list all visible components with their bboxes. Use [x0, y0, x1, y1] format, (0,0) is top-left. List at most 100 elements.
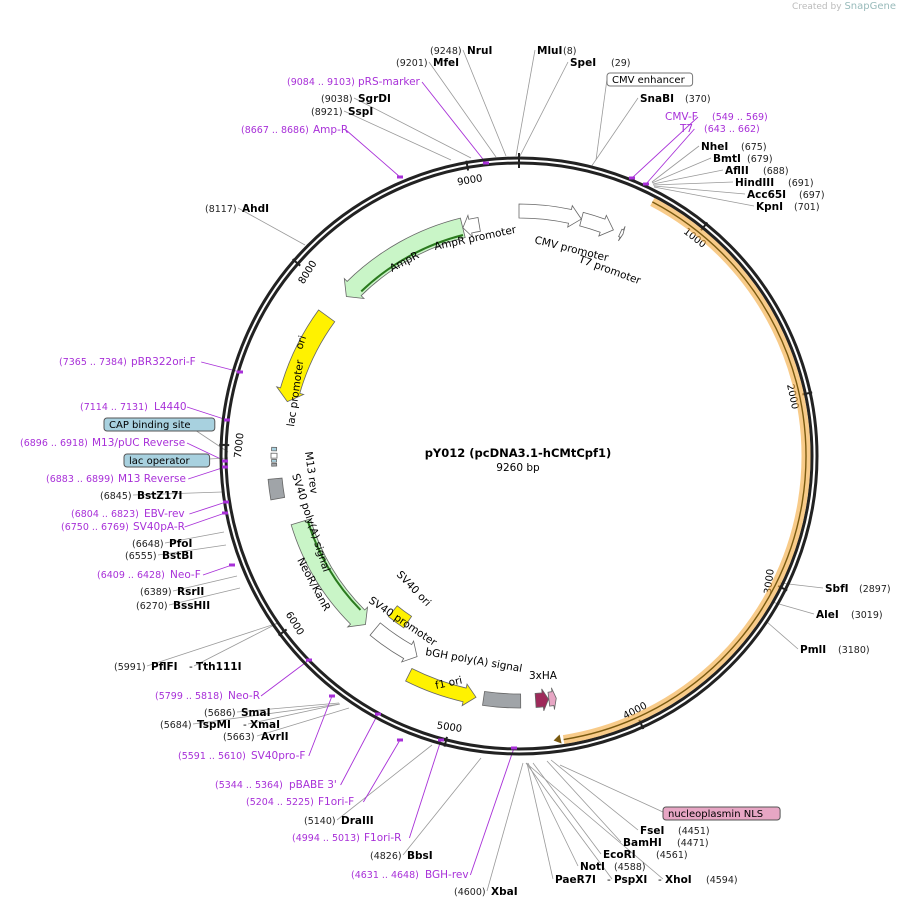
primer-binding-mark: [511, 746, 517, 750]
site-fsei[interactable]: FseI: [640, 825, 664, 837]
feature-label-m13-rev: M13 rev: [302, 451, 320, 495]
feature-sv40-poly-a-signal[interactable]: [267, 477, 286, 501]
cds-halo: [562, 197, 811, 744]
site-bbsi[interactable]: BbsI: [407, 850, 433, 862]
site-leader-line: [653, 186, 755, 207]
feature-sv40-promoter[interactable]: [369, 622, 418, 663]
primer-prs-marker[interactable]: pRS-marker: [358, 76, 421, 88]
site-paer7i[interactable]: PaeR7I: [555, 874, 596, 886]
tick-mark: [802, 391, 813, 396]
site-leader-line: [336, 744, 433, 821]
primer-sv40pa-r[interactable]: SV40pA-R: [133, 521, 185, 533]
site-nrui[interactable]: NruI: [467, 45, 492, 57]
primer-m13-reverse[interactable]: M13 Reverse: [118, 473, 186, 485]
site-pmli[interactable]: PmlI: [800, 644, 826, 656]
tick-label: 5000: [436, 720, 463, 734]
primer-neo-r[interactable]: Neo-R: [228, 690, 260, 702]
site-acc65i[interactable]: Acc65I: [747, 189, 786, 201]
site-position: (5684): [160, 720, 192, 731]
box-cap-binding-site[interactable]: [103, 417, 216, 432]
site-alei[interactable]: AleI: [816, 609, 839, 621]
site-position: (5686): [204, 708, 236, 719]
primer-pbabe-3[interactable]: pBABE 3': [289, 779, 337, 791]
site-sbfi[interactable]: SbfI: [825, 583, 849, 595]
primer-f1ori-f[interactable]: F1ori-F: [318, 796, 354, 808]
feature-nucleoplasmin-nls[interactable]: [547, 687, 557, 710]
site-position: (4588): [614, 862, 646, 873]
site-bstz17i[interactable]: BstZ17I: [137, 490, 182, 502]
cds-line: [563, 201, 807, 741]
primer-ebv-rev[interactable]: EBV-rev: [144, 508, 185, 520]
site-pflfi[interactable]: PflFI: [151, 661, 178, 673]
site-bsshii[interactable]: BssHII: [173, 600, 210, 612]
site-bamhi[interactable]: BamHI: [623, 837, 662, 849]
primer-leader-line: [186, 442, 226, 462]
site-draiii[interactable]: DraIII: [341, 815, 374, 827]
site-ahdi[interactable]: AhdI: [242, 203, 269, 215]
feature-ampr-promoter[interactable]: [462, 213, 481, 239]
site-xbai[interactable]: XbaI: [491, 886, 518, 898]
site-hindiii[interactable]: HindIII: [735, 177, 774, 189]
site-tth111i[interactable]: Tth111I: [196, 661, 241, 673]
site-bstbi[interactable]: BstBI: [162, 550, 193, 562]
feature-t7-promoter[interactable]: [618, 226, 626, 242]
site-mfei[interactable]: MfeI: [433, 57, 459, 69]
site-smai[interactable]: SmaI: [241, 707, 271, 719]
feature-sv40-ori[interactable]: [387, 605, 413, 629]
site-leader-line: [550, 759, 639, 831]
feature-3xha[interactable]: [534, 688, 549, 711]
feature-neor-kanr[interactable]: [290, 518, 369, 628]
site-pfoi[interactable]: PfoI: [169, 538, 192, 550]
site-sgrdi[interactable]: SgrDI: [358, 93, 391, 105]
site-snabi[interactable]: SnaBI: [640, 93, 674, 105]
site-position: (679): [747, 154, 773, 165]
primer-sv40pro-f[interactable]: SV40pro-F: [251, 750, 305, 762]
site-nhei[interactable]: NheI: [701, 141, 728, 153]
site-kpni[interactable]: KpnI: [756, 201, 783, 213]
primer-binding-mark: [306, 658, 312, 662]
site-pspxi[interactable]: PspXI: [614, 874, 647, 886]
site-aflii[interactable]: AflII: [725, 165, 749, 177]
primer-m13-puc-reverse[interactable]: M13/pUC Reverse: [92, 437, 185, 449]
site-ecori[interactable]: EcoRI: [603, 849, 636, 861]
primer-leader-line: [189, 501, 227, 515]
primer-cmv-f[interactable]: CMV-F: [665, 111, 698, 123]
site-bmti[interactable]: BmtI: [713, 153, 741, 165]
label-lac-operator: lac operator: [129, 456, 190, 467]
primer-l4440[interactable]: L4440: [154, 401, 187, 413]
feature-ori[interactable]: [275, 309, 336, 403]
site-leader-line: [428, 61, 497, 158]
box-nucleoplasmin-nls[interactable]: [662, 806, 781, 821]
site-position: (4471): [677, 838, 709, 849]
feature-cap-binding-site[interactable]: [271, 446, 278, 452]
feature-lac-promoter[interactable]: [270, 452, 278, 459]
site-leader-line: [256, 707, 350, 737]
primer-f1ori-r[interactable]: F1ori-R: [364, 832, 401, 844]
site-avrii[interactable]: AvrII: [261, 731, 289, 743]
leader-lines: [132, 49, 824, 892]
feature-f1-ori[interactable]: [405, 667, 477, 707]
primer-amp-r[interactable]: Amp-R: [313, 124, 348, 136]
feature-m13-rev[interactable]: [271, 462, 278, 467]
site-position: (4826): [370, 851, 402, 862]
site-mlui[interactable]: MluI: [537, 45, 562, 57]
feature-cmv-promoter[interactable]: [579, 211, 614, 237]
primer-bgh-rev[interactable]: BGH-rev: [425, 869, 469, 881]
box-cmv-enhancer[interactable]: [606, 72, 694, 87]
feature-cmv-enhancer[interactable]: [518, 203, 582, 228]
primer-pbr322ori-f[interactable]: pBR322ori-F: [131, 356, 196, 368]
feature-lac-operator[interactable]: [271, 459, 277, 463]
box-lac-operator[interactable]: [123, 453, 211, 468]
site-sspi[interactable]: SspI: [348, 106, 373, 118]
feature-bgh-poly-a-signal[interactable]: [482, 691, 522, 709]
features: [222, 161, 811, 750]
site-xhoi[interactable]: XhoI: [665, 874, 692, 886]
site-noti[interactable]: NotI: [580, 861, 605, 873]
label-leader-line: [559, 764, 664, 813]
site-tspmi[interactable]: TspMI: [197, 719, 231, 731]
primer-t7[interactable]: T7: [679, 123, 693, 135]
site-rsrii[interactable]: RsrII: [177, 586, 204, 598]
primer-neo-f[interactable]: Neo-F: [170, 569, 201, 581]
site-xmai[interactable]: XmaI: [250, 719, 280, 731]
site-spei[interactable]: SpeI: [570, 57, 596, 69]
